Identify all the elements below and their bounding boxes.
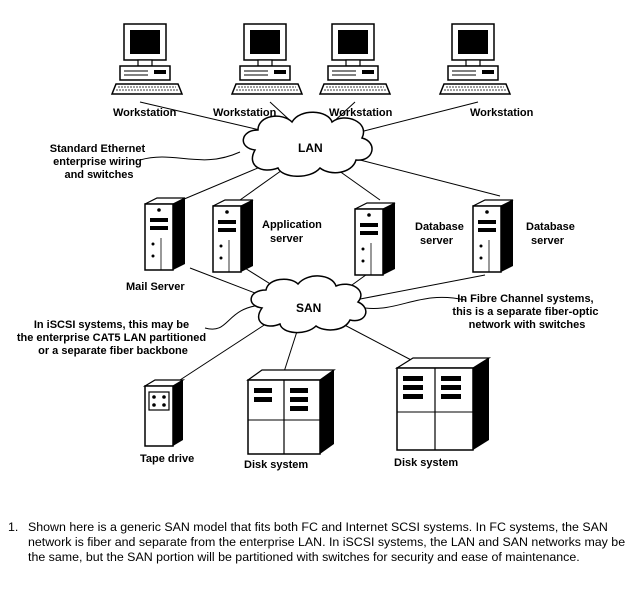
caption-number: 1.	[8, 520, 19, 534]
workstation-4: Workstation	[439, 23, 534, 119]
workstation-2-label: Workstation	[213, 107, 277, 119]
tape-drive-label: Tape drive	[140, 453, 194, 465]
workstation-3: Workstation	[319, 23, 393, 119]
database-server-2-label: Database server	[526, 221, 578, 247]
disk-system-2: Disk system	[394, 357, 492, 469]
application-server-icon	[212, 199, 254, 273]
mail-server-label: Mail Server	[126, 281, 185, 293]
annotation-fibre-channel: In Fibre Channel systems, this is a sepa…	[452, 293, 601, 331]
tape-drive-icon	[142, 379, 186, 447]
application-server: Application server	[212, 199, 325, 273]
mail-server: Mail Server	[126, 197, 186, 293]
lan-label: LAN	[298, 141, 323, 155]
mail-server-icon	[144, 197, 186, 271]
database-server-1-icon	[354, 202, 396, 276]
annotation-iscsi: In iSCSI systems, this may be the enterp…	[17, 319, 209, 357]
workstation-2: Workstation	[213, 23, 303, 119]
disk-system-1-icon	[246, 369, 336, 455]
disk-system-2-icon	[394, 357, 492, 451]
workstation-1: Workstation	[111, 23, 183, 119]
san-network-diagram: LAN SAN Workstation Workstation Workstat…	[17, 23, 601, 471]
workstation-3-icon	[319, 23, 391, 95]
annotation-ethernet: Standard Ethernet enterprise wiring and …	[50, 143, 148, 181]
workstation-4-icon	[439, 23, 511, 95]
application-server-label: Application server	[262, 219, 325, 245]
lan-cloud: LAN	[242, 111, 373, 177]
disk-system-1: Disk system	[244, 369, 336, 471]
workstation-4-label: Workstation	[470, 107, 534, 119]
san-cloud: SAN	[250, 275, 367, 334]
database-server-2: Database server	[472, 199, 578, 273]
disk-system-2-label: Disk system	[394, 457, 458, 469]
workstation-1-icon	[111, 23, 183, 95]
san-label: SAN	[296, 301, 321, 315]
callout-curves	[139, 151, 466, 330]
caption-text: Shown here is a generic SAN model that f…	[28, 520, 626, 564]
workstation-2-icon	[231, 23, 303, 95]
disk-system-1-label: Disk system	[244, 459, 308, 471]
database-server-2-icon	[472, 199, 514, 273]
database-server-1: Database server	[354, 202, 467, 276]
database-server-1-label: Database server	[415, 221, 467, 247]
tape-drive: Tape drive	[140, 379, 194, 465]
workstation-3-label: Workstation	[329, 107, 393, 119]
figure-caption: 1. Shown here is a generic SAN model tha…	[8, 520, 638, 565]
workstation-1-label: Workstation	[113, 107, 177, 119]
